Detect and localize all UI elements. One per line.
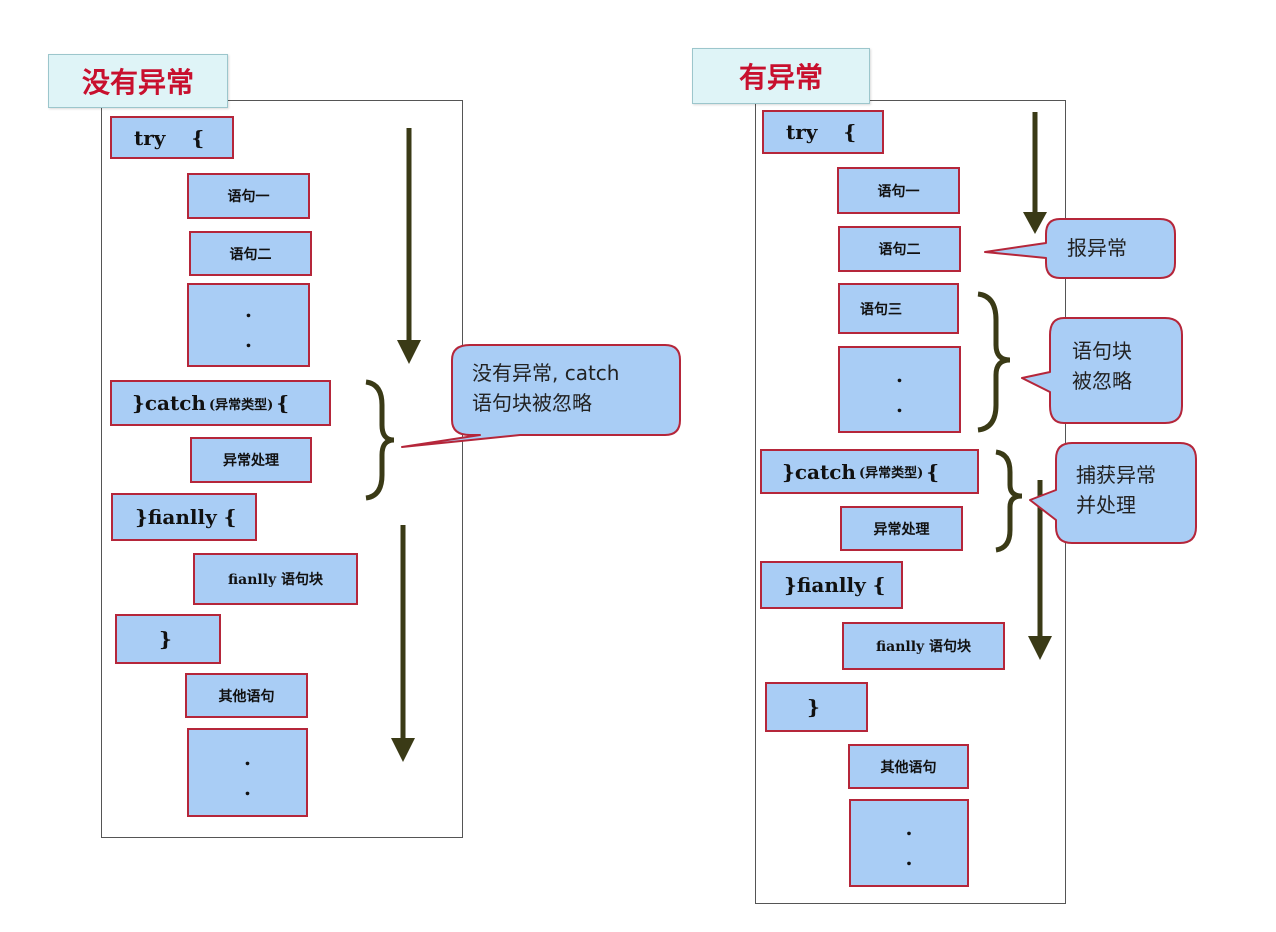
right-exception-handling: 异常处理 bbox=[840, 506, 963, 551]
right-exception-bubble-text: 报异常 bbox=[1067, 236, 1127, 260]
right-ignored-bubble-line-1: 语句块 bbox=[1072, 339, 1132, 363]
left-try-keyword: try bbox=[134, 125, 166, 150]
right-try-box: try { bbox=[762, 110, 884, 154]
right-finally-block: fianlly 语句块 bbox=[842, 622, 1005, 670]
right-statement-2: 语句二 bbox=[838, 226, 961, 272]
left-finally-block: fianlly 语句块 bbox=[193, 553, 358, 605]
right-close-brace-box: } bbox=[765, 682, 868, 732]
right-other-statements: 其他语句 bbox=[848, 744, 969, 789]
left-dot-2: . bbox=[245, 328, 252, 352]
right-statements-ellipsis: . . bbox=[838, 346, 961, 433]
left-statements-ellipsis: . . bbox=[187, 283, 310, 367]
right-catch-param: (异常类型) bbox=[858, 466, 924, 481]
right-dot-2: . bbox=[896, 392, 903, 417]
left-dot-4: . bbox=[244, 775, 251, 800]
left-try-brace: { bbox=[191, 125, 205, 150]
left-bubble-line-2: 语句块被忽略 bbox=[472, 391, 592, 415]
left-catch-param: (异常类型) bbox=[208, 397, 274, 413]
right-dot-1: . bbox=[896, 362, 903, 387]
left-catch-brace: { bbox=[276, 391, 290, 415]
left-bubble-text: 没有异常, catch 语句块被忽略 bbox=[472, 358, 682, 418]
left-finally-box: }fianlly { bbox=[111, 493, 257, 541]
right-statement-1: 语句一 bbox=[837, 167, 960, 214]
right-ignored-bubble-text: 语句块 被忽略 bbox=[1072, 336, 1172, 396]
left-catch-box: }catch (异常类型) { bbox=[110, 380, 331, 426]
left-bubble-line-1: 没有异常, catch bbox=[472, 361, 620, 385]
left-close-brace-box: } bbox=[115, 614, 221, 664]
right-catch-keyword: }catch bbox=[782, 459, 856, 484]
right-dot-4: . bbox=[905, 846, 913, 870]
left-dot-1: . bbox=[245, 298, 252, 322]
right-ignored-bubble-line-2: 被忽略 bbox=[1072, 369, 1132, 393]
right-finally-box: }fianlly { bbox=[760, 561, 903, 609]
left-other-statements: 其他语句 bbox=[185, 673, 308, 718]
right-catch-box: }catch (异常类型) { bbox=[760, 449, 979, 494]
right-catch-bubble-line-2: 并处理 bbox=[1076, 493, 1136, 517]
right-catch-brace: { bbox=[926, 459, 940, 484]
left-statement-2: 语句二 bbox=[189, 231, 312, 276]
left-dot-3: . bbox=[244, 745, 251, 770]
left-panel-title: 没有异常 bbox=[48, 54, 228, 108]
left-exception-handling: 异常处理 bbox=[190, 437, 312, 483]
right-statement-3: 语句三 bbox=[838, 283, 959, 334]
right-try-brace: { bbox=[843, 120, 857, 144]
left-catch-keyword: }catch bbox=[132, 391, 206, 415]
right-catch-bubble-line-1: 捕获异常 bbox=[1076, 463, 1156, 487]
right-catch-bubble-text: 捕获异常 并处理 bbox=[1076, 460, 1196, 520]
right-other-ellipsis: . . bbox=[849, 799, 969, 887]
right-panel-title: 有异常 bbox=[692, 48, 870, 104]
right-dot-3: . bbox=[905, 816, 913, 840]
left-statement-1: 语句一 bbox=[187, 173, 310, 219]
left-try-box: try { bbox=[110, 116, 234, 159]
left-other-ellipsis: . . bbox=[187, 728, 308, 817]
right-try-keyword: try bbox=[786, 120, 818, 144]
